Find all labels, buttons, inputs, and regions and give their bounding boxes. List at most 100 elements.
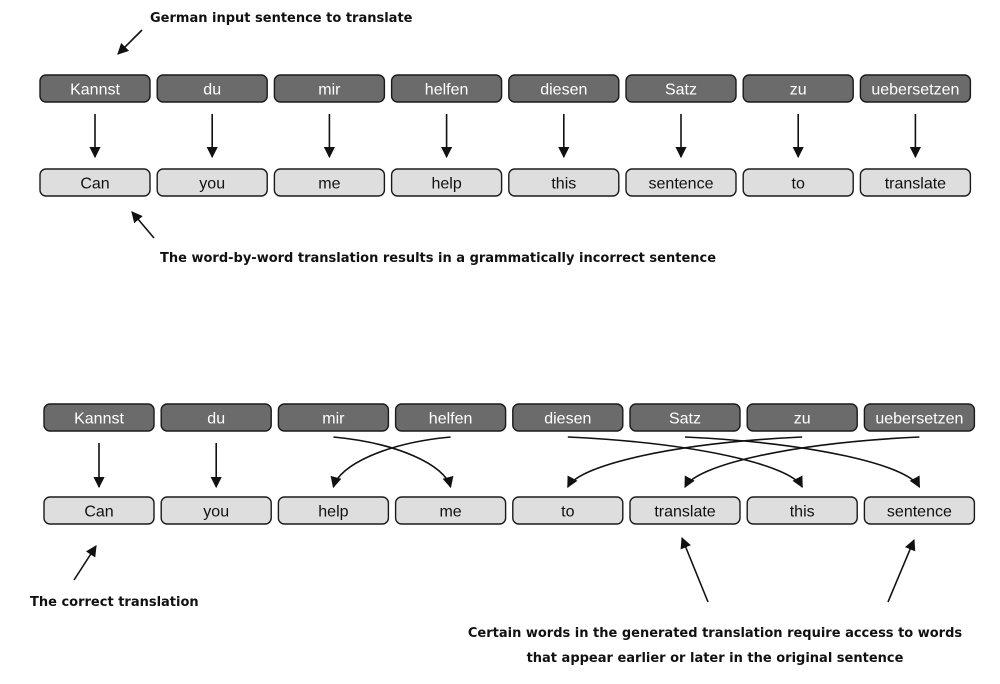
bottom-german-token-6: zu xyxy=(746,403,858,432)
bottom-english-token-label: help xyxy=(318,504,348,521)
bottom-german-token-4: diesen xyxy=(512,403,624,432)
bottom-english-token-0: Can xyxy=(43,496,155,525)
top-german-token-label: diesen xyxy=(540,82,587,99)
bottom-german-token-box xyxy=(629,403,741,432)
top-english-token-box xyxy=(273,168,386,197)
bottom-arrows xyxy=(93,436,921,489)
bottom-english-token-3: me xyxy=(394,496,507,525)
top-english-token-box xyxy=(508,168,620,197)
bottom-english-token-label: sentence xyxy=(887,504,952,521)
bottom-german-token-7: uebersetzen xyxy=(863,403,976,432)
top-german-token-box xyxy=(156,74,268,103)
bottom-english-token-label: to xyxy=(561,504,574,521)
top-english-token-0: Can xyxy=(39,168,151,197)
bottom-german-token-label: Kannst xyxy=(74,411,124,428)
bottom-german-token-box xyxy=(43,403,155,432)
top-german-token-box xyxy=(39,74,151,103)
note-correct-arrow xyxy=(73,545,97,581)
note-wordbyword-arrow xyxy=(131,211,155,239)
bottom-arrow-2 xyxy=(333,436,454,489)
top-german-token-label: mir xyxy=(318,82,341,99)
bottom-arrow-4 xyxy=(567,436,803,488)
top-german-token-label: Kannst xyxy=(70,82,120,99)
top-german-token-box xyxy=(742,74,854,103)
bottom-german-token-label: uebersetzen xyxy=(875,411,963,428)
top-english-token-3: help xyxy=(390,168,503,197)
bottom-german-token-1: du xyxy=(160,403,272,432)
bottom-german-token-2: mir xyxy=(277,403,390,432)
top-german-token-2: mir xyxy=(273,74,386,103)
bottom-english-token-box xyxy=(863,496,976,525)
bottom-english-token-box xyxy=(277,496,390,525)
top-german-token-3: helfen xyxy=(390,74,503,103)
bottom-english-token-label: you xyxy=(203,504,229,521)
bottom-german-token-label: mir xyxy=(322,411,345,428)
top-english-token-1: you xyxy=(156,168,268,197)
note-input-arrow xyxy=(117,29,143,55)
top-german-token-box xyxy=(859,74,972,103)
top-english-token-label: sentence xyxy=(649,176,714,193)
bottom-german-row: Kannst du mir helfen diesen Satz zu uebersetzen xyxy=(43,403,976,432)
top-german-token-box xyxy=(625,74,737,103)
bottom-english-token-box xyxy=(629,496,741,525)
top-english-token-box xyxy=(625,168,737,197)
bottom-english-token-label: translate xyxy=(654,504,715,521)
bottom-english-token-4: to xyxy=(512,496,624,525)
bottom-german-token-label: zu xyxy=(794,411,811,428)
top-german-token-box xyxy=(273,74,386,103)
top-english-token-label: translate xyxy=(885,176,946,193)
top-english-token-7: translate xyxy=(859,168,972,197)
bottom-english-token-2: help xyxy=(277,496,390,525)
bottom-english-token-6: this xyxy=(746,496,858,525)
note-input-sentence: German input sentence to translate xyxy=(150,11,413,26)
bottom-arrow-5 xyxy=(684,436,921,488)
top-english-token-box xyxy=(742,168,854,197)
top-english-token-5: sentence xyxy=(625,168,737,197)
top-english-token-box xyxy=(390,168,503,197)
top-english-token-label: this xyxy=(551,176,576,193)
top-english-token-label: you xyxy=(199,176,225,193)
top-german-token-label: du xyxy=(203,82,221,99)
bottom-german-token-label: du xyxy=(207,411,225,428)
bottom-english-token-box xyxy=(512,496,624,525)
top-english-token-label: help xyxy=(431,176,461,193)
note-access-arrow-right xyxy=(887,538,916,603)
bottom-english-token-box xyxy=(394,496,507,525)
bottom-german-token-box xyxy=(512,403,624,432)
bottom-german-token-label: Satz xyxy=(669,411,701,428)
bottom-german-token-label: helfen xyxy=(429,411,473,428)
top-german-token-label: zu xyxy=(790,82,807,99)
top-english-token-label: me xyxy=(318,176,340,193)
top-english-token-box xyxy=(39,168,151,197)
bottom-english-token-label: me xyxy=(439,504,461,521)
bottom-german-token-box xyxy=(863,403,976,432)
bottom-german-token-box xyxy=(277,403,390,432)
bottom-german-token-box xyxy=(746,403,858,432)
bottom-german-token-0: Kannst xyxy=(43,403,155,432)
top-german-token-4: diesen xyxy=(508,74,620,103)
top-german-row: Kannst du mir helfen diesen Satz zu uebersetzen xyxy=(39,74,972,103)
top-german-token-0: Kannst xyxy=(39,74,151,103)
bottom-english-token-1: you xyxy=(160,496,272,525)
top-german-token-7: uebersetzen xyxy=(859,74,972,103)
top-english-token-2: me xyxy=(273,168,386,197)
bottom-english-token-7: sentence xyxy=(863,496,976,525)
note-access-line1: Certain words in the generated translati… xyxy=(468,626,963,641)
bottom-german-token-box xyxy=(160,403,272,432)
note-access-line2: that appear earlier or later in the orig… xyxy=(527,651,904,666)
bottom-english-token-label: this xyxy=(790,504,815,521)
top-english-token-label: Can xyxy=(80,176,109,193)
bottom-english-token-label: Can xyxy=(84,504,113,521)
note-wordbyword: The word-by-word translation results in … xyxy=(160,251,716,266)
top-german-token-box xyxy=(508,74,620,103)
bottom-english-token-box xyxy=(160,496,272,525)
bottom-arrow-3 xyxy=(330,436,451,489)
top-german-token-box xyxy=(390,74,503,103)
note-access-arrow-left xyxy=(680,536,709,603)
bottom-german-token-5: Satz xyxy=(629,403,741,432)
top-german-token-1: du xyxy=(156,74,268,103)
bottom-english-token-box xyxy=(43,496,155,525)
top-english-token-box xyxy=(156,168,268,197)
top-german-token-5: Satz xyxy=(625,74,737,103)
